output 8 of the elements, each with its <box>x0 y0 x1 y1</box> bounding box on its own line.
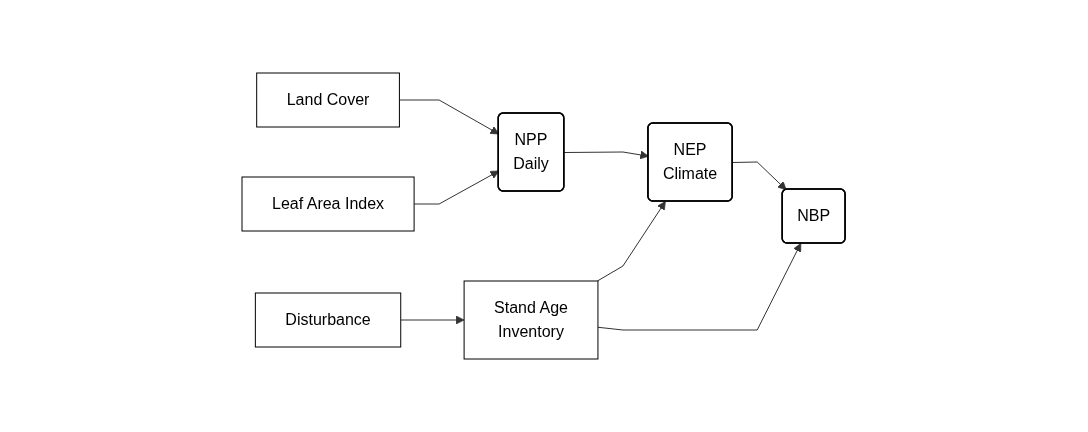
node-box: Disturbance <box>255 292 402 348</box>
node-box: Leaf Area Index <box>241 176 416 232</box>
node-box: Land Cover <box>256 72 401 128</box>
arrow <box>597 201 667 282</box>
node-box: Stand Age Inventory <box>464 280 599 360</box>
arrow <box>400 315 465 325</box>
arrow <box>597 243 802 331</box>
arrow <box>732 161 787 191</box>
